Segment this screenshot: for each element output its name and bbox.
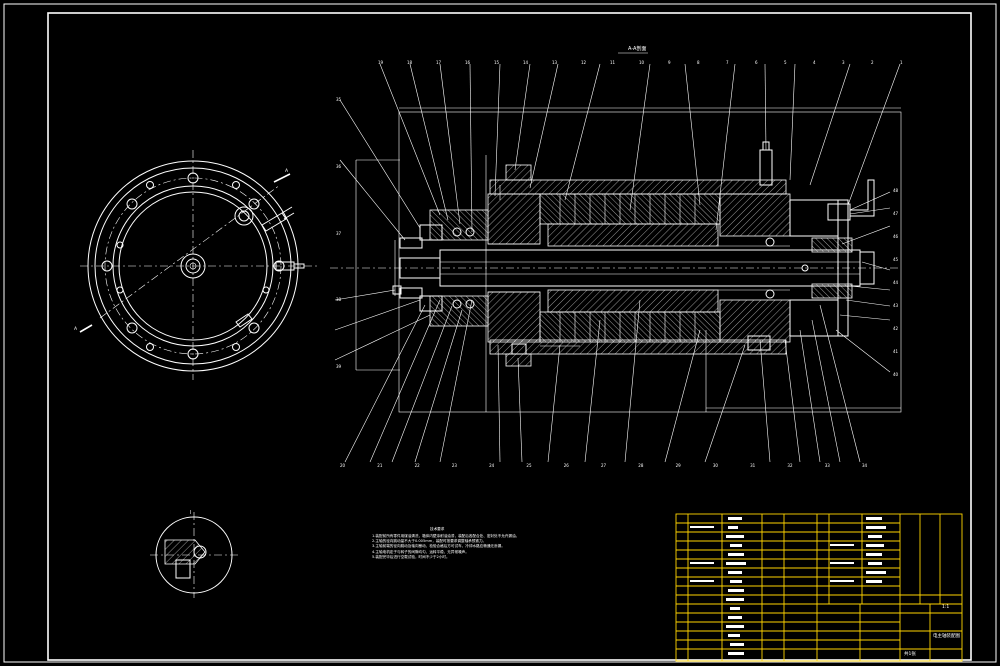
- notes-block: 1.装配前所有零件用煤油清洗，箱体内壁涂耐油油漆，装配后各配合处、密封处不允许漏…: [372, 534, 519, 560]
- part-number-label: 23: [451, 463, 457, 468]
- note-line: 2.主轴的径向跳动量不大于0.005mm，装配时按要求调整轴承预紧力。: [372, 539, 487, 544]
- part-number-label: 17: [436, 60, 442, 65]
- part-number-label: 20: [340, 463, 346, 468]
- part-number-label: 19: [378, 60, 384, 65]
- part-number-label: 47: [893, 211, 899, 216]
- part-number-label: 3: [842, 60, 845, 65]
- leader-lines-right: [835, 191, 891, 373]
- part-number-label: 11: [610, 60, 616, 65]
- note-line: 4.主轴电机定子与转子的间隙均匀，运转平稳，无异常噪声。: [372, 549, 469, 554]
- part-number-label: 8: [697, 60, 700, 65]
- part-number-label: 10: [639, 60, 645, 65]
- part-number-label: 35: [336, 97, 342, 102]
- part-number-label: 25: [526, 463, 532, 468]
- svg-text:A: A: [285, 168, 289, 174]
- end-view: A A: [74, 150, 318, 380]
- part-number-label: 39: [336, 364, 342, 369]
- part-number-label: 15: [494, 60, 500, 65]
- part-number-label: 14: [523, 60, 529, 65]
- title-block: 电主轴装配图 1:1 共1张: [675, 513, 963, 662]
- part-number-label: 29: [675, 463, 681, 468]
- view-label: A-A剖面: [628, 45, 646, 52]
- part-number-label: 1: [900, 60, 903, 65]
- detail-label: I: [190, 510, 191, 516]
- part-number-label: 38: [336, 297, 342, 303]
- part-number-label: 5: [784, 60, 787, 65]
- inner-border: [47, 12, 972, 661]
- drawing-sheet: 共1张: [904, 650, 916, 657]
- part-number-label: 32: [787, 463, 793, 468]
- part-number-label: 34: [862, 463, 868, 468]
- part-number-label: 2: [871, 60, 874, 65]
- part-number-label: 7: [726, 60, 729, 65]
- part-number-label: 48: [893, 188, 899, 193]
- part-number-label: 43: [893, 303, 899, 308]
- part-number-label: 37: [336, 230, 342, 236]
- part-number-label: 45: [893, 257, 899, 262]
- part-number-label: 44: [893, 280, 899, 285]
- leader-lines-bottom: [334, 289, 861, 463]
- drawing-name: 电主轴装配图: [933, 632, 960, 639]
- part-number-label: 12: [581, 60, 587, 65]
- drawing-scale: 1:1: [942, 604, 949, 610]
- leader-lines-top: [339, 63, 901, 241]
- part-number-label: 22: [414, 463, 420, 468]
- section-view: [330, 107, 902, 413]
- note-line: 5.装配完毕后进行空载试验，时间不少于2小时。: [372, 554, 450, 559]
- part-number-label: 27: [601, 463, 607, 468]
- part-number-label: 26: [563, 463, 569, 468]
- note-line: 3.主轴前端的径向跳动及轴向窜动，检验合格后方可试车，冷却水路应畅通无渗漏。: [372, 544, 505, 549]
- outer-border: [3, 3, 997, 663]
- part-number-label: 6: [755, 60, 758, 65]
- note-line: 1.装配前所有零件用煤油清洗，箱体内壁涂耐油油漆，装配后各配合处、密封处不允许漏…: [372, 534, 520, 538]
- part-number-label: 21: [377, 463, 383, 468]
- part-number-label: 16: [465, 60, 471, 65]
- part-number-label: 9: [668, 60, 671, 65]
- part-number-label: 41: [893, 349, 899, 354]
- part-number-label: 24: [489, 463, 495, 468]
- part-number-label: 28: [638, 463, 644, 468]
- part-number-label: 18: [407, 60, 413, 65]
- part-number-label: 31: [750, 463, 756, 468]
- part-number-label: 13: [552, 60, 558, 65]
- part-number-label: 46: [893, 234, 899, 239]
- detail-view: [150, 512, 238, 598]
- part-number-label: 30: [712, 463, 718, 468]
- svg-text:A: A: [74, 326, 78, 332]
- notes-title: 技术要求: [430, 527, 445, 531]
- part-number-label: 4: [813, 60, 816, 65]
- part-number-label: 33: [824, 463, 830, 468]
- part-number-label: 36: [336, 163, 342, 169]
- part-number-label: 40: [893, 372, 899, 377]
- part-number-label: 42: [893, 326, 899, 331]
